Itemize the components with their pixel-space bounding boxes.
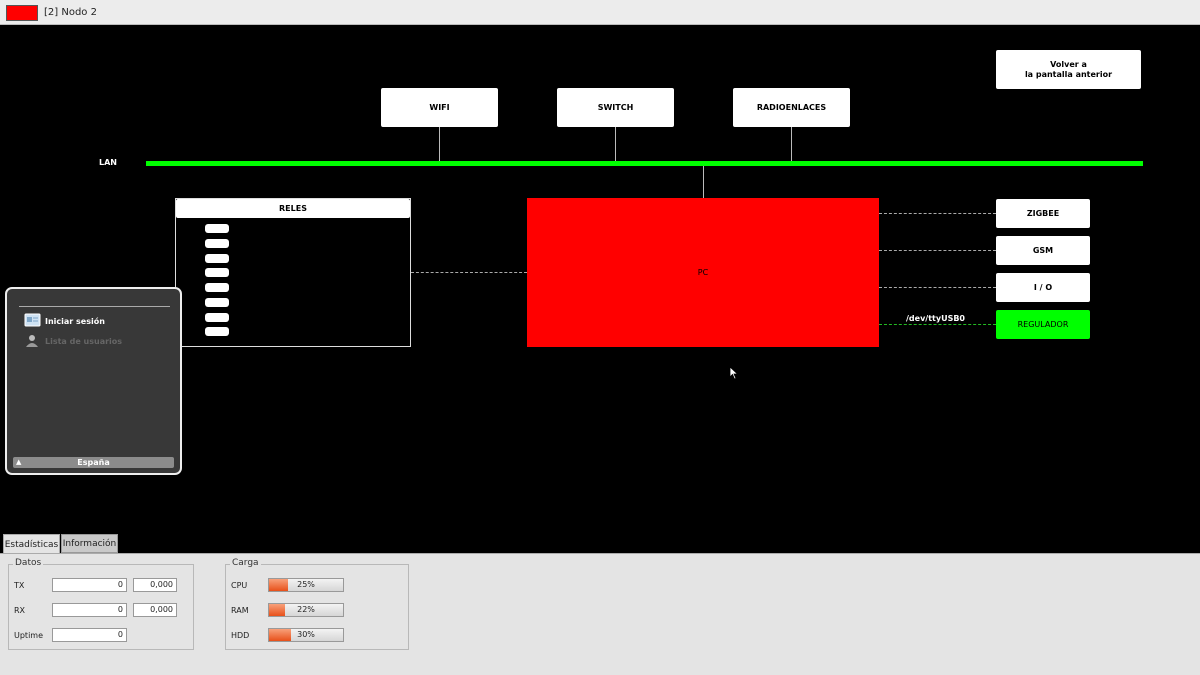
- lan-label: LAN: [99, 158, 117, 167]
- mouse-cursor-icon: [729, 366, 739, 380]
- gsm-link: [879, 250, 996, 251]
- tab-informacion[interactable]: Información: [61, 534, 118, 553]
- wifi-connector: [439, 127, 440, 163]
- zigbee-link: [879, 213, 996, 214]
- relay-3[interactable]: [205, 254, 229, 263]
- hdd-progress: 30%: [268, 628, 344, 642]
- radioenlaces-button[interactable]: RADIOENLACES: [733, 88, 850, 127]
- reles-pc-link: [411, 272, 527, 273]
- regulador-port-label: /dev/ttyUSB0: [906, 314, 965, 323]
- reles-panel: RELES: [175, 198, 411, 347]
- tx-label: TX: [14, 581, 25, 590]
- datos-title: Datos: [13, 558, 44, 568]
- login-item-iniciar-sesion[interactable]: Iniciar sesión: [45, 317, 105, 326]
- card-icon: [24, 313, 41, 327]
- back-button-line2: la pantalla anterior: [1024, 69, 1113, 79]
- chevron-up-icon: ▲: [16, 458, 22, 466]
- switch-button[interactable]: SWITCH: [557, 88, 674, 127]
- back-button-line1: Volver a: [1050, 59, 1087, 69]
- rx-rate-field[interactable]: 0,000: [133, 603, 177, 617]
- relay-6[interactable]: [205, 298, 229, 307]
- regulador-link: [879, 324, 996, 325]
- pc-label: PC: [697, 268, 709, 277]
- cpu-progress-fill: [269, 579, 288, 591]
- uptime-label: Uptime: [14, 631, 44, 640]
- carga-title: Carga: [230, 558, 261, 568]
- wifi-button[interactable]: WIFI: [381, 88, 498, 127]
- relay-5[interactable]: [205, 283, 229, 292]
- carga-group: Carga CPU 25% RAM 22% HDD 30%: [225, 558, 409, 650]
- pc-lan-connector: [703, 166, 704, 198]
- hdd-percent: 30%: [297, 630, 315, 639]
- relay-8[interactable]: [205, 327, 229, 336]
- login-divider: [19, 306, 170, 307]
- zigbee-button[interactable]: ZIGBEE: [996, 199, 1090, 228]
- relay-1[interactable]: [205, 224, 229, 233]
- stats-panel: Datos TX 0 0,000 RX 0 0,000 Uptime 0 Car…: [0, 553, 1200, 675]
- status-swatch: [6, 5, 38, 21]
- relay-4[interactable]: [205, 268, 229, 277]
- reles-title[interactable]: RELES: [176, 199, 410, 218]
- language-selector[interactable]: ▲ España: [13, 457, 174, 468]
- cpu-percent: 25%: [297, 580, 315, 589]
- back-button[interactable]: Volver a la pantalla anterior: [996, 50, 1141, 89]
- rx-field[interactable]: 0: [52, 603, 127, 617]
- hdd-label: HDD: [231, 631, 250, 640]
- io-link: [879, 287, 996, 288]
- rx-label: RX: [14, 606, 26, 615]
- login-item-lista-usuarios[interactable]: Lista de usuarios: [45, 337, 123, 346]
- switch-connector: [615, 127, 616, 163]
- cpu-label: CPU: [231, 581, 248, 590]
- ram-progress-fill: [269, 604, 286, 616]
- login-panel: Iniciar sesión Lista de usuarios ▲ Españ…: [5, 287, 182, 475]
- regulador-button[interactable]: REGULADOR: [996, 310, 1090, 339]
- relay-2[interactable]: [205, 239, 229, 248]
- lan-bus: [146, 161, 1143, 166]
- topology-canvas: Volver a la pantalla anterior WIFI SWITC…: [0, 26, 1200, 553]
- ram-label: RAM: [231, 606, 249, 615]
- cpu-progress: 25%: [268, 578, 344, 592]
- uptime-field[interactable]: 0: [52, 628, 127, 642]
- datos-group: Datos TX 0 0,000 RX 0 0,000 Uptime 0: [8, 558, 194, 650]
- io-button[interactable]: I / O: [996, 273, 1090, 302]
- tab-estadisticas[interactable]: Estadísticas: [3, 534, 60, 554]
- gsm-button[interactable]: GSM: [996, 236, 1090, 265]
- pc-node[interactable]: PC: [527, 198, 879, 347]
- ram-progress: 22%: [268, 603, 344, 617]
- language-label: España: [77, 458, 110, 467]
- hdd-progress-fill: [269, 629, 292, 641]
- ram-percent: 22%: [297, 605, 315, 614]
- tx-rate-field[interactable]: 0,000: [133, 578, 177, 592]
- title-bar: [2] Nodo 2: [0, 0, 1200, 25]
- user-icon: [26, 335, 38, 347]
- tx-field[interactable]: 0: [52, 578, 127, 592]
- window-title: [2] Nodo 2: [44, 7, 97, 18]
- relay-7[interactable]: [205, 313, 229, 322]
- radioenlaces-connector: [791, 127, 792, 163]
